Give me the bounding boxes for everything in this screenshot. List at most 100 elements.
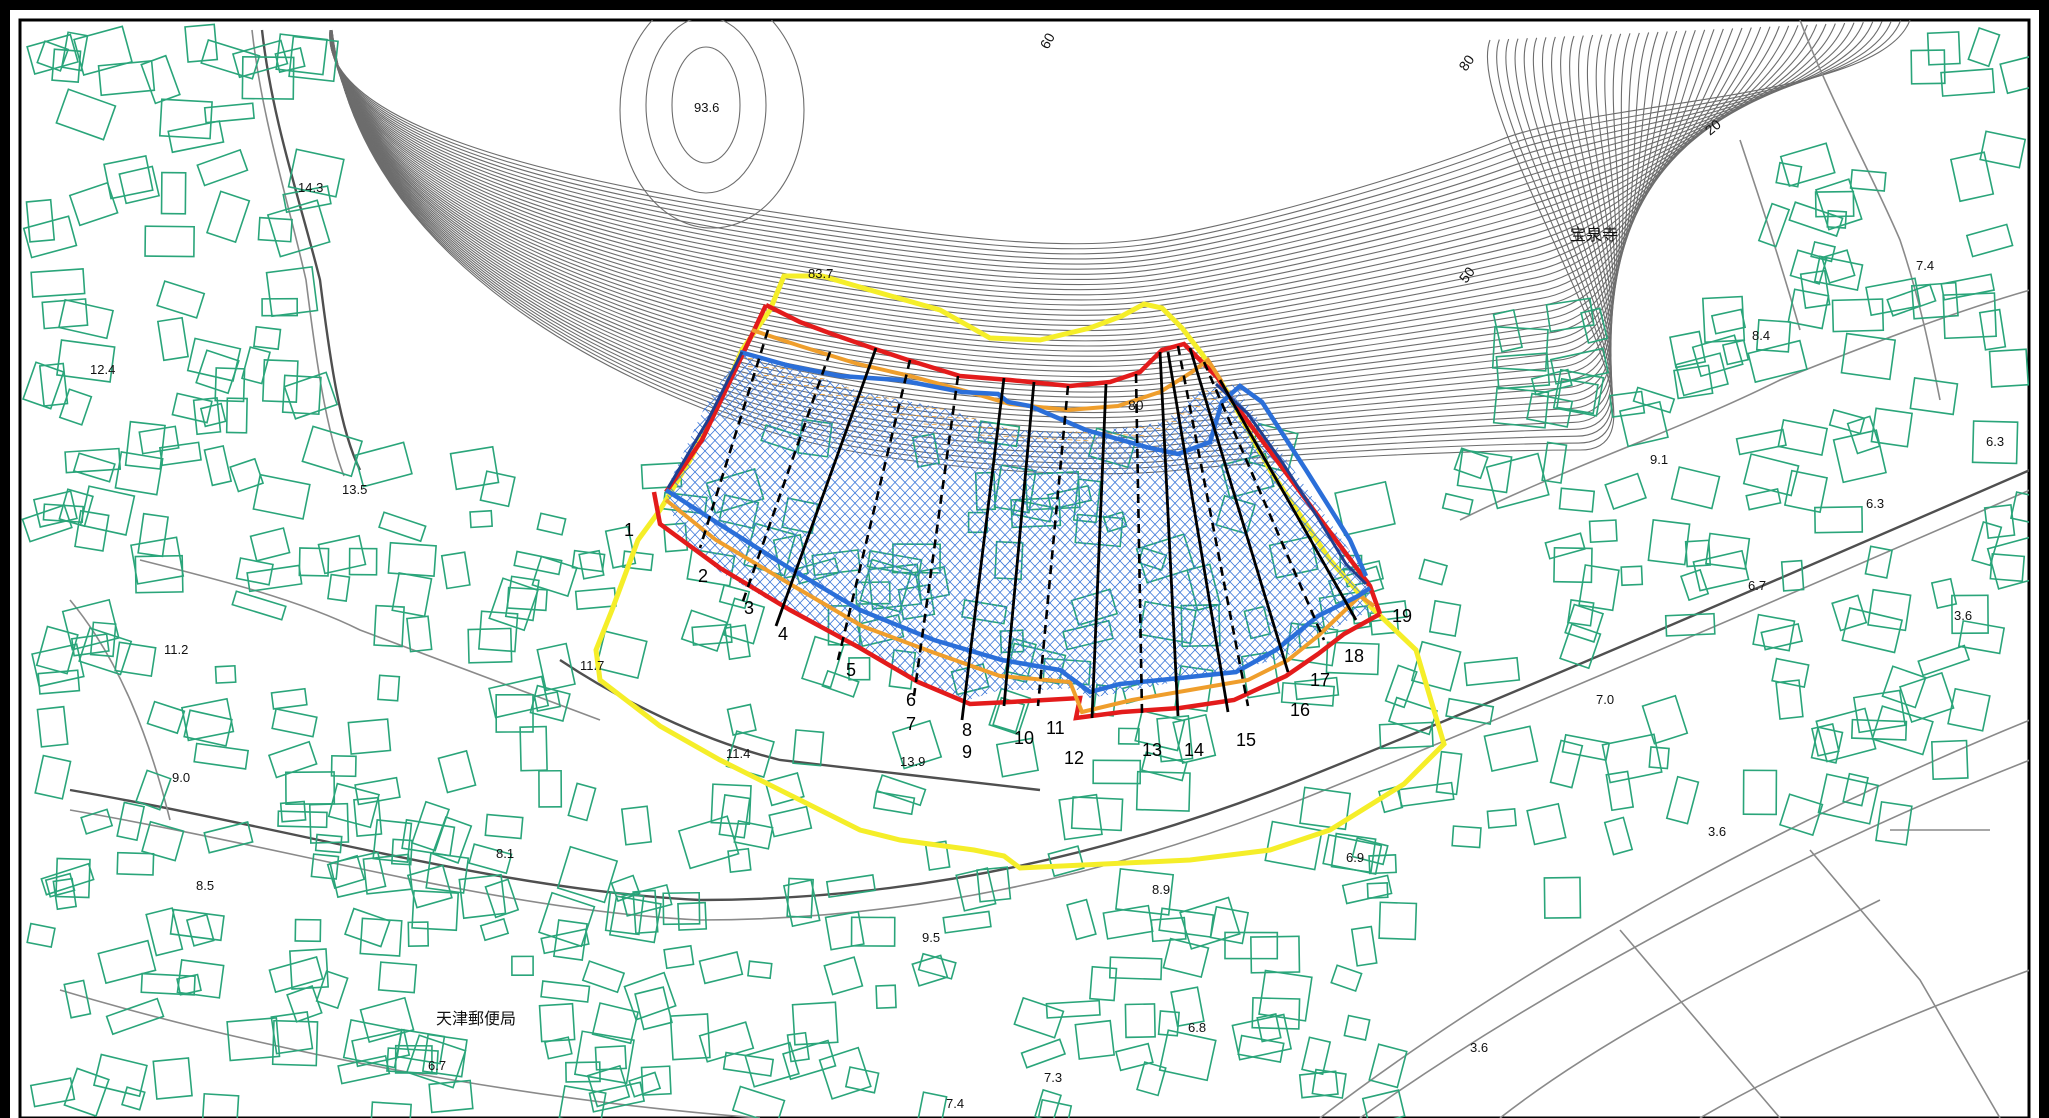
- elev-3-6-bottom: 3.6: [1470, 1040, 1488, 1055]
- building: [686, 548, 736, 587]
- elev-9-1: 9.1: [1650, 452, 1668, 467]
- building: [1441, 492, 1474, 516]
- building: [792, 729, 825, 767]
- building: [270, 1011, 314, 1055]
- building: [1930, 739, 1969, 781]
- building: [1561, 733, 1611, 762]
- building: [362, 853, 413, 895]
- building: [41, 298, 89, 330]
- building: [1917, 644, 1971, 677]
- building: [1618, 400, 1669, 448]
- building: [298, 547, 330, 577]
- building: [327, 782, 380, 829]
- elev-14-3: 14.3: [298, 180, 323, 195]
- building: [468, 843, 513, 875]
- building: [425, 852, 470, 894]
- dark-blue-left-line: [666, 351, 744, 489]
- building: [1330, 964, 1363, 992]
- building: [1641, 694, 1689, 745]
- building: [330, 755, 357, 778]
- building: [183, 709, 233, 747]
- building: [1775, 679, 1804, 720]
- building: [1369, 610, 1400, 636]
- building: [406, 615, 433, 653]
- building: [1117, 727, 1140, 745]
- building: [144, 225, 195, 258]
- building: [591, 1002, 640, 1045]
- building: [200, 1092, 240, 1118]
- contour-line: [329, 23, 1827, 291]
- building: [354, 776, 401, 806]
- section-number-19: 19: [1392, 606, 1412, 626]
- elev-6-3-top: 6.3: [1986, 434, 2004, 449]
- building: [271, 708, 318, 738]
- building: [1971, 521, 2003, 567]
- building: [31, 643, 85, 688]
- building: [63, 979, 92, 1019]
- section-number-13: 13: [1142, 740, 1162, 760]
- building: [556, 845, 619, 904]
- building: [1070, 588, 1119, 627]
- building: [214, 367, 246, 403]
- building: [386, 1047, 439, 1075]
- building: [794, 557, 840, 585]
- building: [479, 470, 516, 508]
- building: [897, 583, 936, 621]
- building: [407, 921, 430, 948]
- building: [875, 984, 897, 1009]
- building: [1771, 657, 1810, 689]
- building: [440, 551, 471, 590]
- building: [1684, 539, 1712, 568]
- building: [36, 705, 69, 748]
- building: [1588, 519, 1618, 544]
- building: [1237, 1034, 1285, 1063]
- building: [257, 216, 293, 243]
- building: [1135, 770, 1191, 812]
- building: [1089, 965, 1118, 1002]
- contour-line: [331, 29, 1613, 424]
- section-divider: [698, 329, 770, 549]
- contour-line: [329, 24, 1818, 296]
- elev-12-4: 12.4: [90, 362, 115, 377]
- section-divider: [1158, 351, 1180, 717]
- building: [1865, 277, 1922, 317]
- building: [1158, 1029, 1217, 1082]
- building: [391, 571, 433, 618]
- elev-7-4-bottom: 7.4: [946, 1096, 964, 1111]
- building: [1492, 386, 1550, 429]
- building: [1871, 705, 1934, 756]
- building: [1134, 709, 1186, 752]
- building: [1024, 471, 1081, 511]
- building: [1747, 339, 1808, 384]
- building: [1140, 751, 1188, 782]
- building: [458, 873, 507, 920]
- warning-zone-boundary: [593, 273, 1447, 871]
- contour-line: [331, 29, 1613, 465]
- building: [118, 165, 161, 205]
- building: [421, 1033, 468, 1078]
- building: [1453, 447, 1489, 480]
- contour-line: [330, 29, 1687, 367]
- building: [315, 970, 349, 1010]
- elev-13-9: 13.9: [900, 754, 925, 769]
- building: [1526, 802, 1567, 846]
- building: [378, 511, 427, 543]
- building: [180, 697, 235, 742]
- elev-3-6-mid: 3.6: [1708, 824, 1726, 839]
- elev-6-8: 6.8: [1188, 1020, 1206, 1035]
- building: [185, 913, 215, 947]
- building: [203, 102, 255, 124]
- contour-line: [329, 23, 1836, 286]
- orange-lower-line: [664, 498, 1376, 715]
- building: [723, 624, 751, 661]
- building: [1456, 449, 1513, 494]
- building: [604, 525, 637, 569]
- building: [691, 623, 733, 646]
- building: [1368, 854, 1397, 875]
- building: [1951, 594, 1989, 635]
- building: [484, 878, 520, 919]
- elev-83-7: 83.7: [808, 266, 833, 281]
- building: [1366, 882, 1389, 899]
- building: [229, 457, 265, 493]
- building: [1066, 898, 1097, 941]
